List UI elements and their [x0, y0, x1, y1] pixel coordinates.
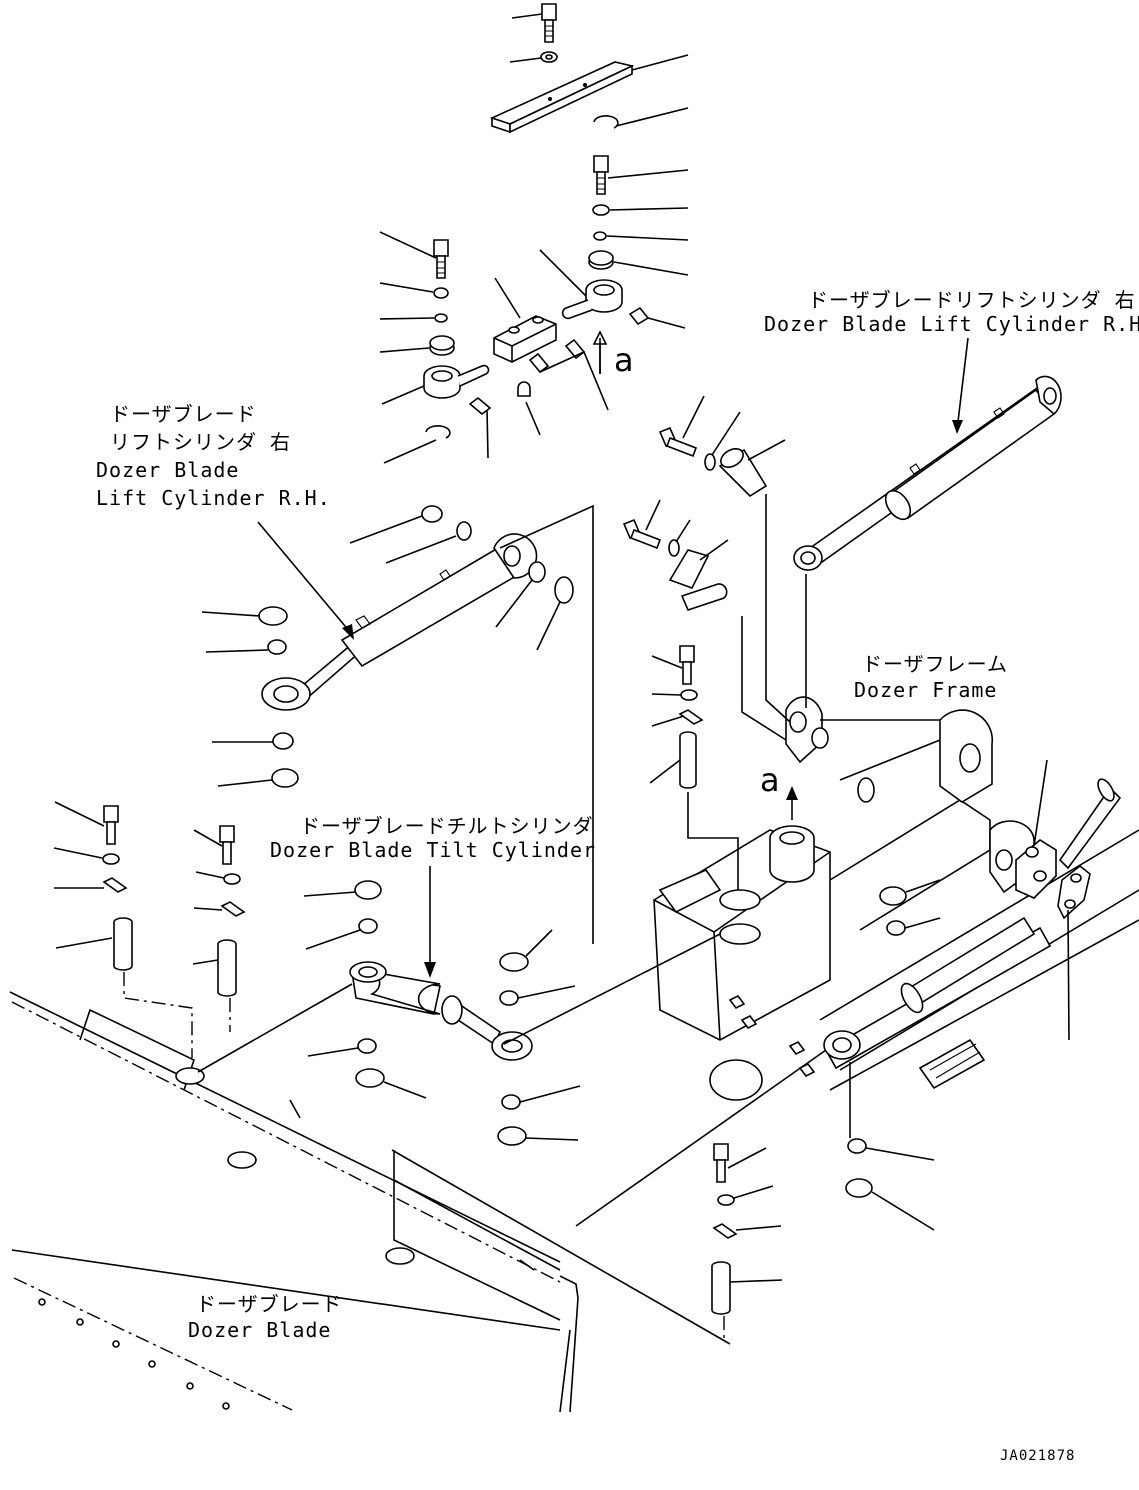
washer-right-1: [592, 204, 689, 216]
snap-ring-left: [383, 425, 451, 464]
tilt-cylinder-jp: ドーザブレードチルトシリンダ: [300, 814, 594, 838]
view-marker-a-upper: a: [614, 341, 634, 379]
joint-cap-upper: [539, 249, 623, 374]
bolt-right: [593, 155, 689, 195]
block: [493, 277, 557, 363]
top-bolt: [511, 3, 557, 43]
lift-cylinder-rh-left-en-1: Dozer Blade: [96, 458, 240, 482]
blade-pin-set-left: [53, 801, 193, 1058]
blade-pin-set-bottom: [711, 1143, 783, 1342]
tilt-cylinder: [349, 866, 533, 1061]
lift-cylinder-rh-top-en: Dozer Blade Lift Cylinder R.H.: [764, 312, 1139, 336]
blade-pin-set-center: [192, 825, 246, 1032]
guard-plate: [489, 54, 689, 134]
dozer-frame: [653, 696, 1139, 1101]
dozer-blade: [9, 991, 579, 1413]
bushing-right: [588, 250, 689, 276]
left-pin-stack: [379, 231, 455, 356]
grease-fittings-mid: [517, 338, 609, 436]
lift-cylinder-rh-upper: [793, 337, 1062, 571]
tilt-cylinder-bushings: [303, 880, 581, 1146]
frame-bushings-right: [845, 879, 941, 1231]
center-hardware: [622, 395, 786, 789]
dozer-frame-jp: ドーザフレーム: [862, 652, 1008, 676]
view-marker-a-lower: a: [760, 761, 780, 799]
washer-right-2: [593, 231, 689, 241]
top-washer: [509, 51, 558, 63]
lift-cylinder-rh-left-jp-1: ドーザブレード: [110, 402, 257, 426]
lift-cylinder-rh-left-en-2: Lift Cylinder R.H.: [96, 486, 331, 510]
tilt-cylinder-en: Dozer Blade Tilt Cylinder: [270, 838, 597, 862]
dozer-blade-en: Dozer Blade: [188, 1318, 332, 1342]
lift-cylinder-rh-top-jp: ドーザブレードリフトシリンダ 右: [808, 288, 1136, 312]
lift-cylinder-bushings: [201, 505, 574, 788]
snap-ring-top: [593, 107, 689, 129]
dozer-frame-en: Dozer Frame: [854, 678, 998, 702]
centerlines: [197, 345, 851, 1345]
dozer-blade-jp: ドーザブレード: [196, 1292, 343, 1316]
grease-fitting-right: [628, 306, 686, 329]
joint-cap-lower: [381, 364, 492, 459]
lift-cylinder-rh-left-jp-2: リフトシリンダ 右: [110, 430, 292, 454]
drawing-code: JA021878: [1000, 1448, 1076, 1464]
lift-cylinder-rh-left: [257, 521, 538, 711]
